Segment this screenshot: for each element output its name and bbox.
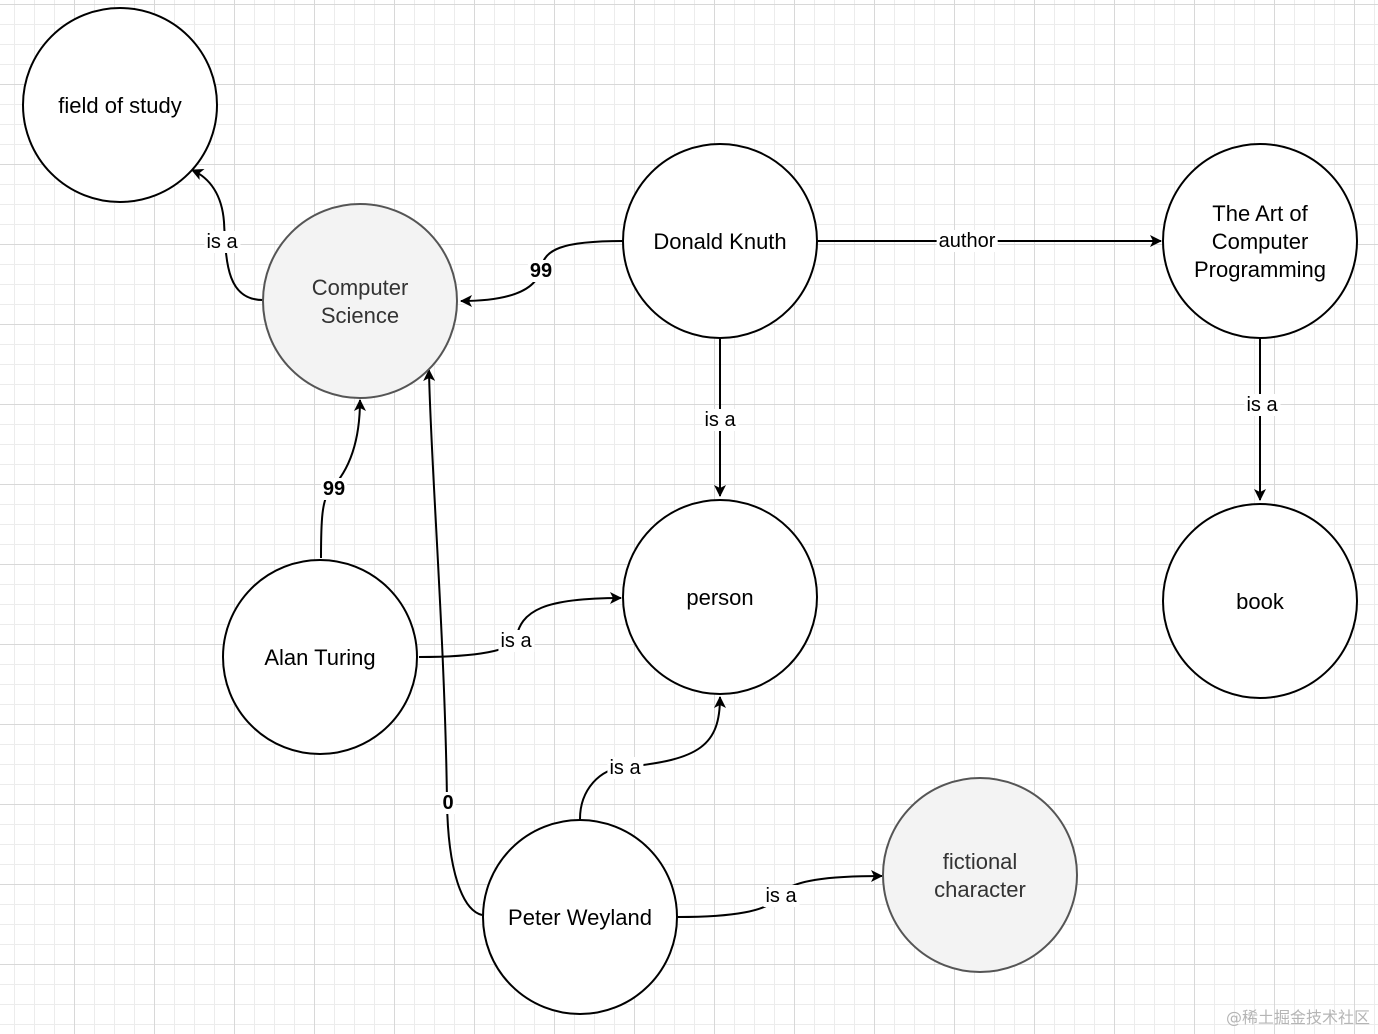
node-circle [622, 143, 818, 339]
edge-cs-field[interactable] [191, 168, 264, 301]
edge-label-text: is a [704, 409, 736, 431]
node-label: Alan Turing [264, 645, 375, 670]
node-turing[interactable]: Alan Turing [222, 559, 418, 755]
watermark: @稀土掘金技术社区 [1225, 1008, 1370, 1027]
edge-label-background [320, 478, 348, 500]
edge-label-background [527, 260, 555, 282]
edge-label-background [498, 630, 535, 652]
node-circle [22, 7, 218, 203]
edge-label-cs-field: is a [204, 231, 241, 253]
edge-label-text: is a [609, 757, 641, 779]
node-label: Donald Knuth [653, 229, 786, 254]
node-circle [882, 777, 1078, 973]
node-circle [1162, 503, 1358, 699]
node-circle [222, 559, 418, 755]
edge-label-background [702, 409, 739, 431]
edge-label-knuth-taocp: author [936, 230, 998, 252]
node-label: character [934, 877, 1026, 902]
node-label: fictional [943, 849, 1018, 874]
edge-label-background [440, 792, 456, 814]
node-label: book [1236, 589, 1285, 614]
edge-label-taocp-book: is a [1244, 394, 1281, 416]
edge-weyland-person[interactable] [579, 696, 726, 820]
edge-label-text: is a [1246, 394, 1278, 416]
node-weyland[interactable]: Peter Weyland [482, 819, 678, 1015]
edge-label-text: 0 [442, 792, 453, 814]
node-person[interactable]: person [622, 499, 818, 695]
edge-label-weyland-fictional: is a [763, 885, 800, 907]
node-knuth[interactable]: Donald Knuth [622, 143, 818, 339]
edge-label-text: author [939, 230, 996, 252]
node-label: Peter Weyland [508, 905, 652, 930]
edge-label-background [1244, 394, 1281, 416]
edge-label-weyland-person: is a [607, 757, 644, 779]
node-label: Science [321, 303, 399, 328]
node-label: Computer [1212, 229, 1309, 254]
node-label: person [686, 585, 753, 610]
edge-label-knuth-cs: 99 [527, 260, 555, 282]
edge-label-background [763, 885, 800, 907]
edge-label-turing-cs: 99 [320, 478, 348, 500]
edge-label-weyland-cs: 0 [440, 792, 456, 814]
node-circle [622, 499, 818, 695]
edge-label-background [607, 757, 644, 779]
edge-label-text: 99 [530, 260, 552, 282]
edge-label-background [204, 231, 241, 253]
edge-label-text: is a [206, 231, 238, 253]
edge-weyland-cs[interactable] [423, 369, 483, 916]
edge-label-text: 99 [323, 478, 345, 500]
node-label: The Art of [1212, 201, 1308, 226]
node-field[interactable]: field of study [22, 7, 218, 203]
node-circle [482, 819, 678, 1015]
node-circle [262, 203, 458, 399]
node-book[interactable]: book [1162, 503, 1358, 699]
node-label: Programming [1194, 257, 1326, 282]
node-label: field of study [58, 93, 182, 118]
edge-label-turing-person: is a [498, 630, 535, 652]
edge-label-text: is a [765, 885, 797, 907]
edge-label-background [936, 230, 998, 252]
edge-label-knuth-person: is a [702, 409, 739, 431]
edge-label-text: is a [500, 630, 532, 652]
edge-labels-layer: is a 99 author is a is a 99 is a 0 is a is a [204, 230, 1281, 907]
node-fictional[interactable]: fictional character [882, 777, 1078, 973]
node-circle [1162, 143, 1358, 339]
node-label: Computer [312, 275, 409, 300]
